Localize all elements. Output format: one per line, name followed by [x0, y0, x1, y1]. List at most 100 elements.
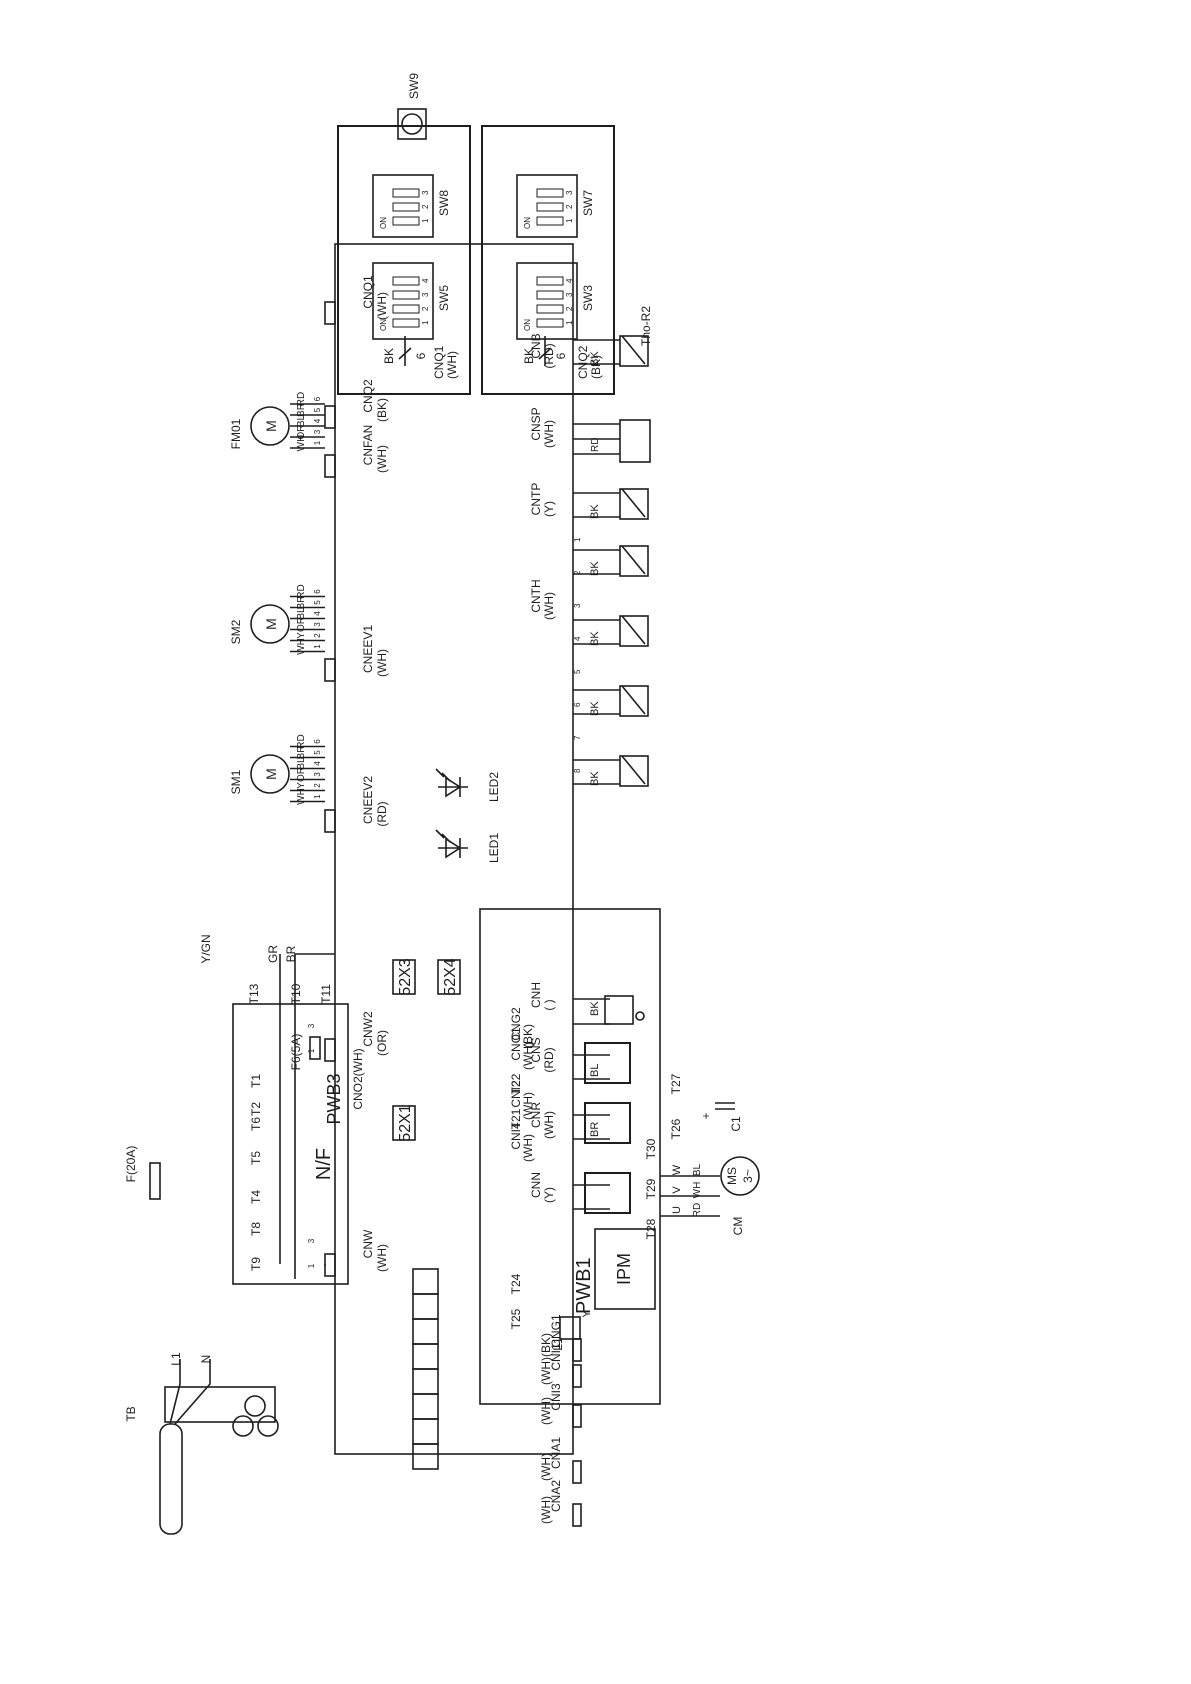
top-connector-CNQ1 — [324, 301, 336, 325]
switch-lever — [536, 216, 564, 226]
motor-pin: 4 — [313, 611, 322, 616]
bottom-connector-color-CNA2: (WH) — [539, 1496, 553, 1524]
power-board-fuse: F6(5A) — [289, 1034, 303, 1071]
thermistor-slash — [621, 685, 646, 715]
remote-board-color-CNQ1: (WH) — [445, 351, 459, 379]
switch-pos-SW8: 1 — [421, 218, 430, 223]
switch-label-SW7: SW7 — [581, 190, 595, 216]
right-connector-color-CNN: (Y) — [542, 1187, 556, 1203]
power-board-name: PWB3 — [324, 1073, 344, 1124]
bottom-connector-color-CNG1: (BK) — [539, 1333, 553, 1357]
earth-terminal — [244, 1395, 266, 1417]
cnh-switch-dot — [635, 1011, 645, 1021]
right-connector-name-CNR: CNR — [529, 1102, 543, 1128]
motor-symbol-FM01: M — [263, 420, 279, 432]
top-connector-CNEEV1 — [324, 658, 336, 682]
right-connector-name-CNN: CNN — [529, 1172, 543, 1198]
inverter-terminal-T26: T26 — [669, 1118, 683, 1139]
wire-count-tick — [398, 347, 412, 360]
switch-pos-SW3: 3 — [565, 292, 574, 297]
led-symbol — [435, 829, 468, 859]
top-connector-name-CNEEV2: CNEEV2 — [361, 776, 375, 824]
cnth-pin: 1 — [573, 537, 582, 542]
remote-board-connector-CNQ1: CNQ1 — [432, 345, 446, 379]
switch-lever — [536, 202, 564, 212]
cnth-pin: 5 — [573, 669, 582, 674]
thermistor-0 — [619, 335, 649, 367]
main-board-pwb1 — [334, 243, 574, 1455]
right-connector-name-CNB: CNB — [529, 333, 543, 358]
thermistor-1 — [619, 488, 649, 520]
top-connector-name-CNEEV1: CNEEV1 — [361, 625, 375, 673]
motor-pin: 4 — [313, 418, 322, 423]
power-board-terminal-T5: T5 — [249, 1151, 263, 1165]
bottom-connector-name-CNG1: CNG1 — [549, 1314, 563, 1348]
sensor-wire-color: BK — [589, 701, 601, 716]
switch-SW8 — [372, 174, 434, 238]
switch-lever — [392, 276, 420, 286]
motor-name-FM01: FM01 — [229, 418, 243, 449]
switch-lever — [392, 304, 420, 314]
led-label-LED2: LED2 — [487, 772, 501, 802]
top-connector-color-CNW: (WH) — [375, 1244, 389, 1272]
switch-pos-SW5: 1 — [421, 320, 430, 325]
inverter-connector-color-CNI2: (WH) — [521, 1092, 535, 1120]
terminal-strip-cell — [412, 1443, 439, 1470]
switch-pos-SW3: 1 — [565, 320, 574, 325]
switch-lever — [536, 304, 564, 314]
right-connector-name-CNTP: CNTP — [529, 483, 543, 516]
inverter-terminal-T25: T25 — [509, 1308, 523, 1329]
remote-wire-count: 6 — [554, 352, 568, 359]
switch-lever — [536, 318, 564, 328]
switch-SW7 — [516, 174, 578, 238]
switch-pos-SW5: 3 — [421, 292, 430, 297]
cnw2-pin: 1 — [307, 1048, 316, 1053]
earth-symbol — [232, 1415, 254, 1437]
motor-wire-color: BL — [296, 414, 307, 427]
motor-wire-color: RD — [296, 734, 307, 748]
motor-pin: 2 — [313, 633, 322, 638]
terminal-strip-cell — [412, 1268, 439, 1295]
bottom-connector-name-CNI1: CNI1 — [549, 1343, 563, 1371]
motor-wire-color: OR — [296, 767, 307, 782]
motor-wire-color: RD — [296, 584, 307, 598]
relay-52X4 — [437, 959, 461, 995]
motor-wire-color: BR — [296, 403, 307, 417]
remote-wire-color: BK — [522, 348, 536, 364]
top-connector-color-CNEEV2: (RD) — [375, 801, 389, 826]
compressor-name: CM — [731, 1217, 745, 1236]
sensor-wire-color: BK — [589, 1001, 601, 1016]
switch-on-SW3: ON — [523, 319, 532, 331]
motor-pin: 6 — [313, 396, 322, 401]
right-connector-name-CNSP: CNSP — [529, 407, 543, 440]
motor-pin: 6 — [313, 739, 322, 744]
thermistor-3 — [619, 615, 649, 647]
wire-count-tick — [538, 347, 552, 360]
main-board-name: PWB1 — [573, 1257, 595, 1314]
ipm-label: IPM — [614, 1253, 634, 1285]
motor-pin: 4 — [313, 761, 322, 766]
motor-wire-color: WH — [296, 788, 307, 805]
switch-lever — [392, 216, 420, 226]
bottom-connector-name-CNA2: CNA2 — [549, 1480, 563, 1512]
cnw2-pin: 3 — [307, 1023, 316, 1028]
inverter-connector-CNO1: CNO1 — [509, 1027, 523, 1061]
inverter-board — [479, 908, 661, 1405]
remote-board-CNQ1 — [337, 125, 471, 395]
switch-lever — [536, 290, 564, 300]
motor-symbol-SM1: M — [263, 768, 279, 780]
cnth-pin: 7 — [573, 735, 582, 740]
sensor-wire-color: BK — [589, 351, 601, 366]
cnw-pin: 1 — [307, 1263, 316, 1268]
terminal-strip-cell — [412, 1368, 439, 1395]
top-connector-color-CNQ2: (BK) — [375, 398, 389, 422]
motor-wire-color: BR — [296, 746, 307, 760]
right-connector-color-CNTH: (WH) — [542, 592, 556, 620]
motor-pin: 6 — [313, 589, 322, 594]
switch-pos-SW7: 1 — [565, 218, 574, 223]
motor-wire-color: BR — [296, 596, 307, 610]
relay-label-52X4: 52X4 — [442, 958, 459, 995]
motor-wire-color: BL — [296, 607, 307, 620]
motor-pin: 1 — [313, 644, 322, 649]
power-board-fuse-symbol — [309, 1036, 321, 1060]
